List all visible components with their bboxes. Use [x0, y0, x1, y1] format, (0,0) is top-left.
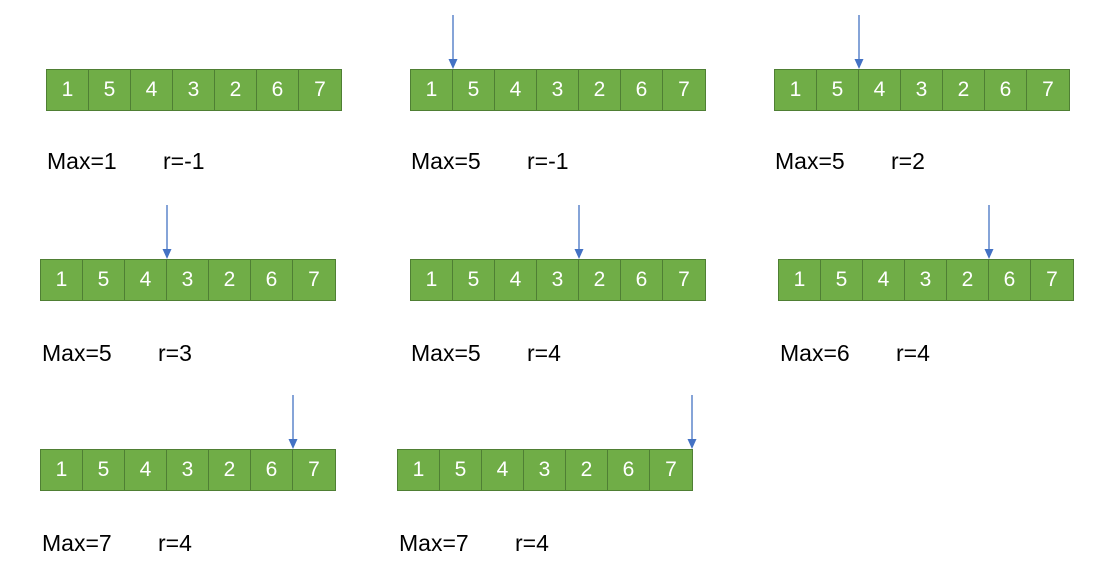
pointer-arrow-icon	[162, 205, 172, 259]
array-cell: 2	[209, 450, 251, 490]
array-cell: 5	[83, 450, 125, 490]
array-cell: 3	[524, 450, 566, 490]
array-cell: 1	[411, 70, 453, 110]
array-cell: 6	[621, 260, 663, 300]
pointer-arrow-icon	[448, 15, 458, 69]
array-cell: 1	[41, 260, 83, 300]
array-cell: 2	[579, 260, 621, 300]
array-cell: 1	[47, 70, 89, 110]
array-cell: 7	[1046, 268, 1058, 291]
pointer-arrow-icon	[574, 205, 584, 259]
r-label: r=4	[158, 530, 192, 556]
array-cell: 6	[257, 70, 299, 110]
max-label: Max=7	[42, 530, 112, 556]
array-cell: 5	[83, 260, 125, 300]
array-cell: 6	[608, 450, 650, 490]
array-cell: 3	[901, 70, 943, 110]
array-cell: 1	[775, 70, 817, 110]
array-cell: 4	[859, 70, 901, 110]
array-cell: 6	[251, 260, 293, 300]
array-cell: 7	[665, 458, 677, 481]
pointer-arrow-icon	[984, 205, 994, 259]
array-cell: 3	[167, 450, 209, 490]
array-cell: 7	[308, 458, 320, 481]
array-cell: 3	[905, 260, 947, 300]
array-cell: 5	[453, 260, 495, 300]
pointer-arrow-icon	[288, 395, 298, 449]
array-cell: 4	[863, 260, 905, 300]
array-cell: 4	[131, 70, 173, 110]
array-cell: 5	[817, 70, 859, 110]
array-cell: 5	[440, 450, 482, 490]
r-label: r=4	[515, 530, 549, 556]
array-cell: 6	[251, 450, 293, 490]
max-label: Max=5	[411, 340, 481, 366]
array-cell: 4	[125, 260, 167, 300]
array-cell: 6	[989, 260, 1031, 300]
max-label: Max=5	[775, 148, 845, 174]
r-label: r=2	[891, 148, 925, 174]
array-cell: 2	[209, 260, 251, 300]
array-cell: 1	[779, 260, 821, 300]
max-label: Max=5	[42, 340, 112, 366]
array-cell: 7	[308, 268, 320, 291]
array-cell: 1	[398, 450, 440, 490]
max-label: Max=5	[411, 148, 481, 174]
array-cell: 2	[215, 70, 257, 110]
array-cell: 3	[537, 260, 579, 300]
array-cell: 7	[678, 78, 690, 101]
max-label: Max=6	[780, 340, 850, 366]
pointer-arrow-icon	[854, 15, 864, 69]
array-cell: 3	[173, 70, 215, 110]
array-cell: 4	[495, 260, 537, 300]
array-cell: 2	[566, 450, 608, 490]
array-cell: 6	[621, 70, 663, 110]
array-cell: 6	[985, 70, 1027, 110]
array-cell: 1	[41, 450, 83, 490]
array-cell: 5	[821, 260, 863, 300]
array-cell: 7	[1042, 78, 1054, 101]
max-label: Max=1	[47, 148, 117, 174]
r-label: r=3	[158, 340, 192, 366]
array-cell: 2	[943, 70, 985, 110]
array-cell: 1	[411, 260, 453, 300]
r-label: r=-1	[163, 148, 205, 174]
array-cell: 4	[482, 450, 524, 490]
array-cell: 7	[678, 268, 690, 291]
array-cell: 5	[89, 70, 131, 110]
array-cell: 4	[495, 70, 537, 110]
array-cell: 3	[167, 260, 209, 300]
array-cell: 4	[125, 450, 167, 490]
max-label: Max=7	[399, 530, 469, 556]
array-cell: 7	[314, 78, 326, 101]
array-cell: 5	[453, 70, 495, 110]
array-cell: 2	[579, 70, 621, 110]
r-label: r=-1	[527, 148, 569, 174]
r-label: r=4	[896, 340, 930, 366]
array-cell: 3	[537, 70, 579, 110]
pointer-arrow-icon	[687, 395, 697, 449]
array-cell: 2	[947, 260, 989, 300]
r-label: r=4	[527, 340, 561, 366]
